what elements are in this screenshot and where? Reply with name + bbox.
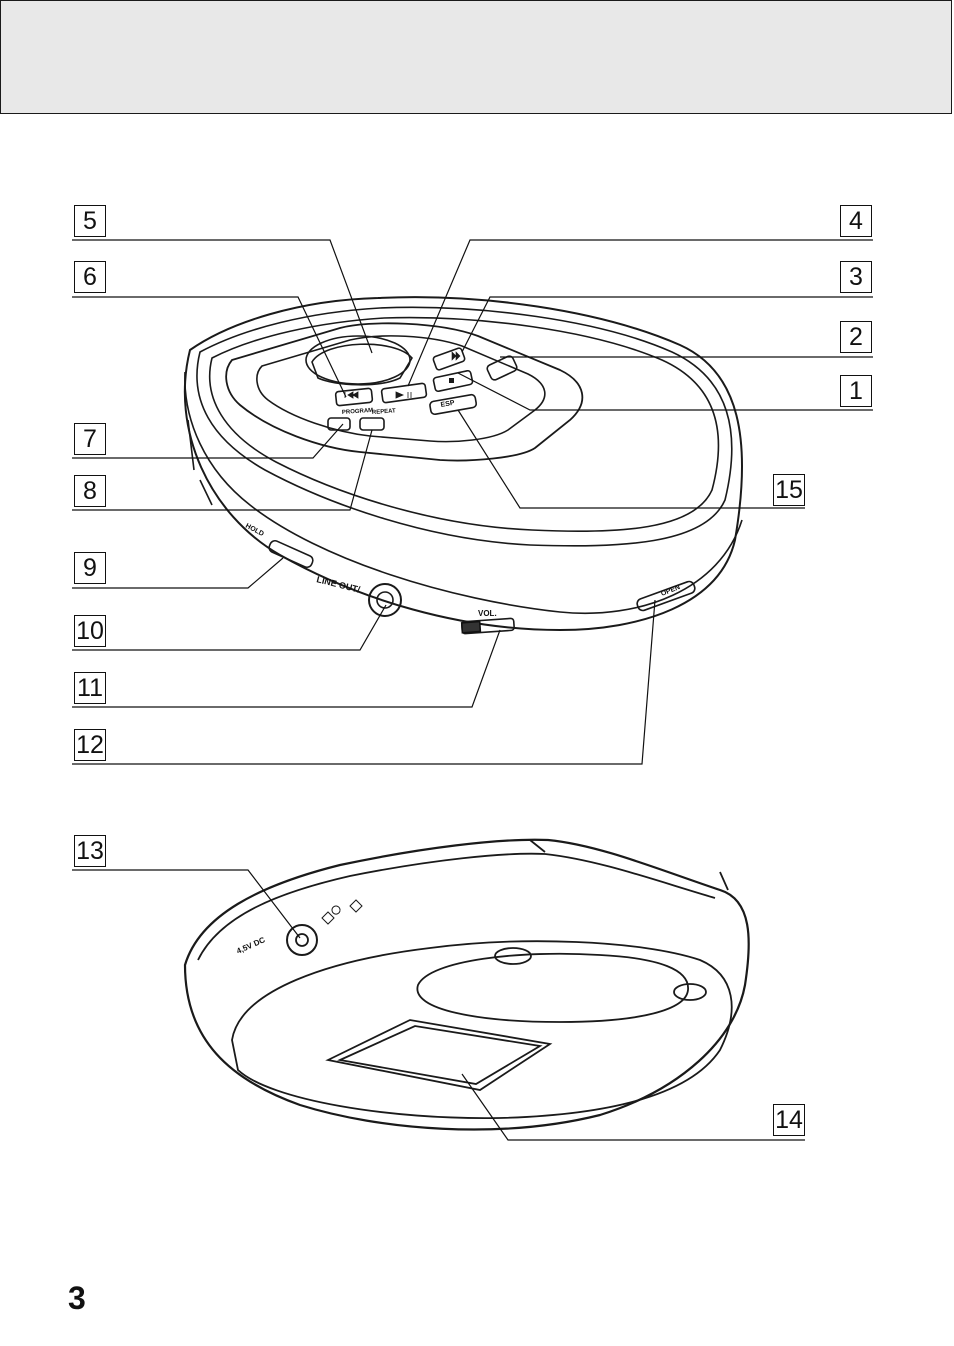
leader-lines — [72, 239, 873, 1141]
side-detail-left — [187, 419, 213, 506]
leader-line-5 — [72, 239, 373, 354]
rubber-foot-1 — [494, 947, 532, 965]
lid-rim — [208, 316, 720, 533]
rubber-foot-2 — [673, 983, 707, 1001]
leader-line-3 — [461, 296, 873, 353]
line-out-label: LINE OUT/ — [316, 574, 362, 595]
leader-line-6 — [72, 296, 347, 398]
display-inner — [256, 335, 546, 443]
callout-9: 9 — [74, 552, 106, 584]
leader-line-12 — [72, 599, 656, 765]
bottom-edge-detail — [529, 839, 729, 891]
disc-lock — [311, 343, 413, 386]
callout-6: 6 — [74, 261, 106, 293]
leader-line-15 — [457, 409, 805, 509]
battery-button[interactable] — [486, 355, 518, 381]
stop-icon — [449, 378, 454, 383]
leader-line-10 — [72, 604, 387, 651]
stop-button[interactable] — [432, 369, 474, 393]
leader-line-11 — [72, 629, 501, 708]
display-window — [225, 322, 584, 462]
callout-10: 10 — [74, 615, 106, 647]
bottom-shell — [231, 940, 733, 1120]
callout-1: 1 — [840, 375, 872, 407]
player-bottom-view — [183, 838, 750, 1131]
player-top-surface — [196, 306, 733, 547]
callout-5: 5 — [74, 205, 106, 237]
callout-4: 4 — [840, 205, 872, 237]
esp-button[interactable] — [429, 393, 478, 416]
device-text: PROGRAM REPEAT ESP HOLD LINE OUT/ VOL. O… — [235, 400, 681, 956]
next-icon — [451, 351, 461, 361]
volume-knob — [460, 620, 482, 634]
next-button[interactable] — [432, 347, 466, 371]
callout-13: 13 — [74, 835, 106, 867]
dc-jack[interactable] — [286, 924, 318, 956]
headphone-jack-inner — [376, 591, 394, 609]
repeat-button[interactable] — [359, 417, 385, 431]
hold-switch[interactable] — [268, 539, 315, 569]
volume-label: VOL. — [478, 609, 497, 618]
leader-line-8 — [72, 429, 373, 511]
page-number: 3 — [68, 1280, 86, 1316]
open-switch[interactable] — [636, 580, 696, 612]
program-button[interactable] — [327, 417, 351, 431]
prev-icon — [344, 391, 359, 399]
dc-jack-inner — [295, 933, 309, 947]
callout-7: 7 — [74, 423, 106, 455]
leader-line-1 — [457, 372, 873, 411]
callout-2: 2 — [840, 321, 872, 353]
esp-label: ESP — [440, 400, 455, 409]
callout-11: 11 — [74, 672, 106, 704]
leader-line-4 — [407, 239, 873, 387]
callout-8: 8 — [74, 475, 106, 507]
callout-12: 12 — [74, 729, 106, 761]
callout-3: 3 — [840, 261, 872, 293]
dc-label: 4,5V DC — [235, 935, 266, 956]
polarity-mark — [321, 899, 363, 925]
prev-button[interactable] — [334, 387, 374, 407]
repeat-label: REPEAT — [372, 408, 397, 416]
callout-14: 14 — [773, 1104, 805, 1136]
player-top-view — [183, 296, 744, 635]
play-pause-icon — [395, 391, 412, 399]
callout-15: 15 — [773, 474, 805, 506]
headphone-jack[interactable] — [368, 583, 402, 617]
leader-line-13 — [72, 869, 301, 939]
bottom-body-outline — [183, 838, 750, 1131]
bottom-rim — [197, 852, 716, 961]
play-pause-button[interactable] — [380, 382, 428, 404]
side-band — [184, 371, 743, 615]
center-disc — [305, 335, 411, 385]
battery-compartment — [416, 952, 689, 1023]
header-band — [0, 0, 952, 114]
type-plate-inner — [336, 1025, 543, 1085]
leader-line-9 — [72, 557, 284, 589]
hold-label: HOLD — [244, 523, 265, 538]
program-label: PROGRAM — [342, 408, 374, 416]
type-plate[interactable] — [325, 1019, 553, 1091]
leader-line-7 — [72, 423, 344, 459]
leader-line-14 — [461, 1073, 805, 1141]
